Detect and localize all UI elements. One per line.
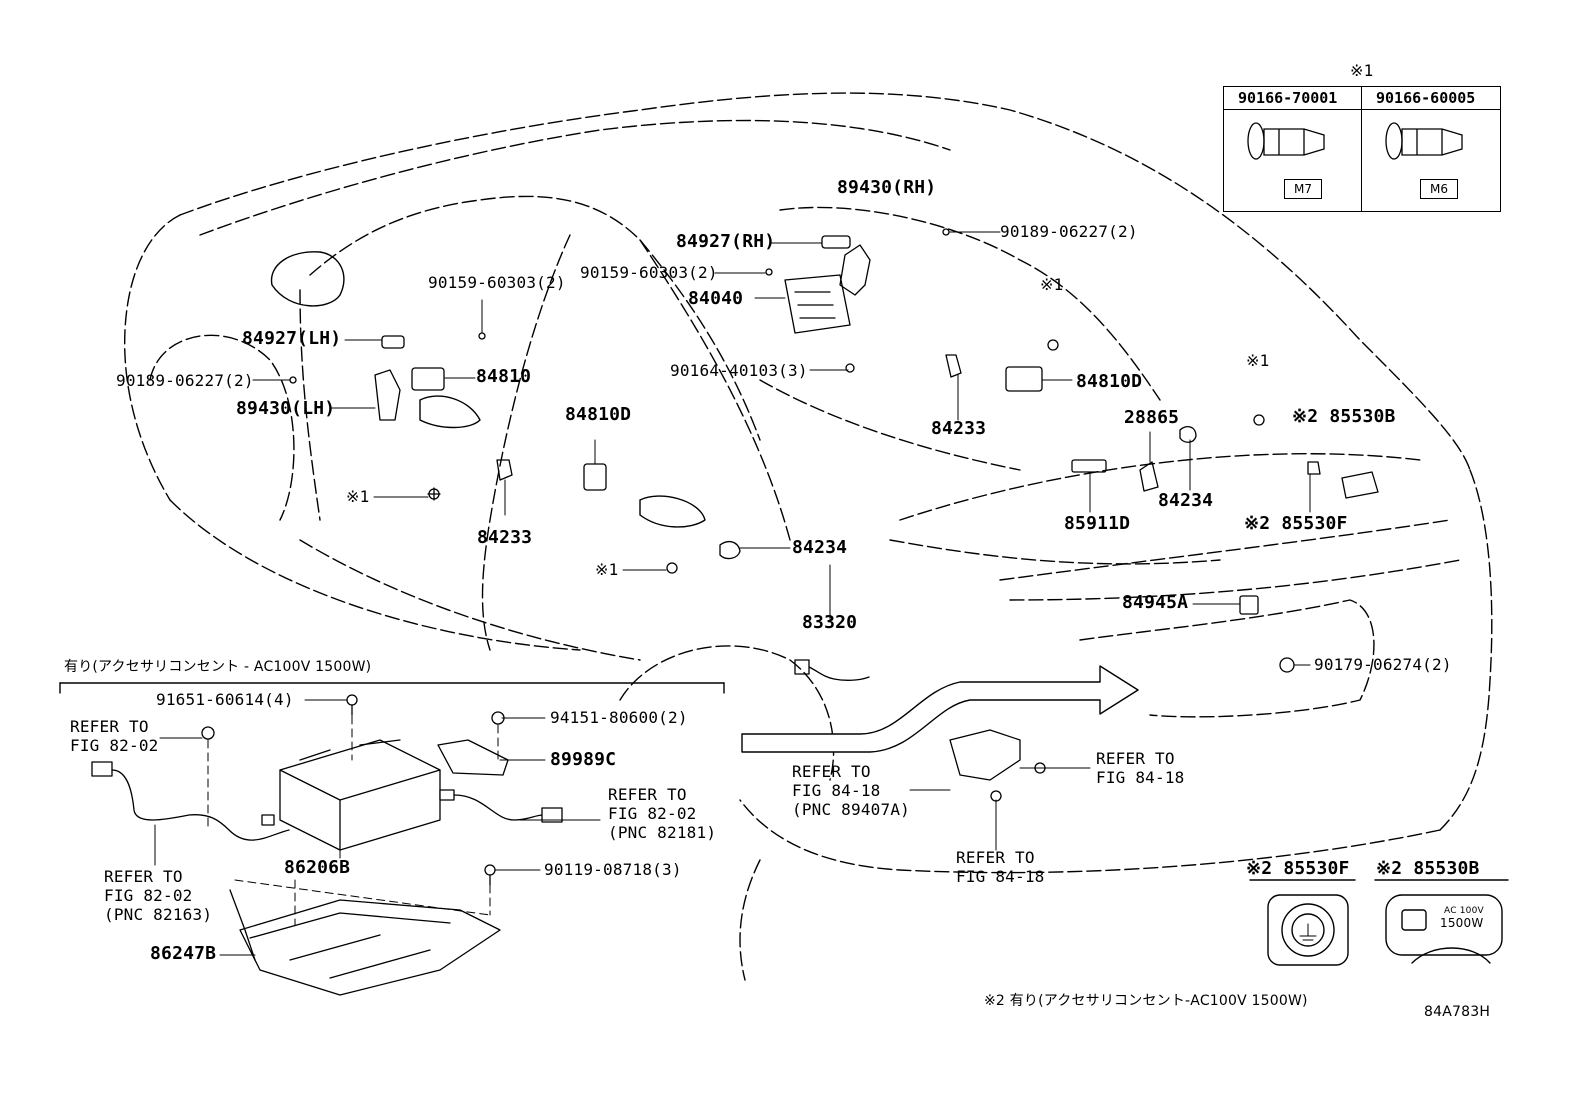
inset-size-tag-2: M6 [1420,179,1458,199]
inverter-86206b-glyph [279,739,441,851]
refer-84-18-a-line2: FIG 84-18 [1096,768,1185,787]
callout-84927-rh: 84927(RH) [676,231,776,252]
callout-84233-right: 84233 [931,418,987,439]
car-body-outline [123,92,1493,981]
switch-84810-glyph [411,367,445,391]
refer-82-02-top-line1: REFER TO [70,717,149,736]
callout-94151-80600: 94151-80600(2) [550,708,688,727]
bracket-89430-lh-glyph [374,369,401,421]
tray-86247b-glyph [239,899,501,996]
inset-table-mark: ※1 [1350,61,1374,80]
callout-89989c: 89989C [550,749,617,770]
part-85911d-glyph [1071,459,1107,473]
callout-84040: 84040 [688,288,744,309]
figure-id: 84A783H [1424,1004,1491,1020]
callout-84810d-right: 84810D [1076,371,1143,392]
callout-86247b: 86247B [150,943,217,964]
accessory-frame [59,682,725,694]
callout-90189-06227-rh: 90189-06227(2) [1000,222,1138,241]
assembly-84-18-glyph [949,729,1021,781]
callout-28865: 28865 [1124,407,1180,428]
switch-84927-rh-glyph [821,235,851,249]
grommet-90179-glyph [1279,657,1295,673]
callout-84810: 84810 [476,366,532,387]
callout-83320: 83320 [802,612,858,633]
part-glyphs [289,228,1379,802]
inset-size-tag-1: M7 [1284,179,1322,199]
callout-86206b: 86206B [284,857,351,878]
detail-85530b-face-line2: 1500W [1440,916,1484,930]
switch-84810d-left-glyph [583,463,607,491]
callout-90164-40103: 90164-40103(3) [670,361,808,380]
callout-89430-lh: 89430(LH) [236,398,336,419]
callout-84945a: 84945A [1122,592,1189,613]
leader-lines [252,231,1311,851]
mark-84233-right: ※1 [1040,275,1064,294]
callout-84233-left: 84233 [477,527,533,548]
bracket-89989c-glyph [437,739,509,776]
refer-82-02-bottom-line3: (PNC 82163) [104,905,213,924]
mark-84234-mid: ※1 [595,560,619,579]
callout-89430-rh: 89430(RH) [837,177,937,198]
callout-90159-60303-rh: 90159-60303(2) [580,263,718,282]
refer-82-02-bottom-line1: REFER TO [104,867,183,886]
inset-part-no-2: 90166-60005 [1376,89,1476,107]
detail-85530f-title: ※2 85530F [1246,858,1350,879]
harness-83320-glyph [794,659,870,681]
mark-84233-left: ※1 [346,487,370,506]
refer-84-18-b-line3: (PNC 89407A) [792,800,910,819]
switch-84927-lh-glyph [381,335,405,349]
direction-arrow [741,665,1139,753]
detail-85530b-title: ※2 85530B [1376,858,1480,879]
callout-84927-lh: 84927(LH) [242,328,342,349]
detail-insets [1249,879,1509,966]
refer-84-18-a-line1: REFER TO [1096,749,1175,768]
master-switch-84040-glyph [784,274,851,334]
clip-m7-glyph [1247,122,1325,160]
part-84945a-glyph [1239,595,1259,615]
switch-84233-right-glyph [945,354,962,378]
inset-fastener-table: 90166-70001 90166-60005 M7 M6 [1223,86,1501,212]
callout-85530b: ※2 85530B [1292,406,1396,427]
callout-84810d-left: 84810D [565,404,632,425]
switch-84234-right-glyph [1179,425,1197,443]
refer-82-02-right-line3: (PNC 82181) [608,823,717,842]
mark-84234-right: ※1 [1246,351,1270,370]
bracket-89430-rh-glyph [839,244,871,296]
refer-82-02-right-line2: FIG 82-02 [608,804,697,823]
callout-90179-06274: 90179-06274(2) [1314,655,1452,674]
accessory-glyphs [91,694,601,996]
refer-84-18-b-line1: REFER TO [792,762,871,781]
callout-85530f: ※2 85530F [1244,513,1348,534]
callout-84234-mid: 84234 [792,537,848,558]
callout-90189-06227-lh: 90189-06227(2) [116,371,254,390]
inset-part-no-1: 90166-70001 [1238,89,1338,107]
callout-90159-60303-lh: 90159-60303(2) [428,273,566,292]
part-85530b-glyph [1341,471,1379,499]
refer-84-18-c-line2: FIG 84-18 [956,867,1045,886]
refer-82-02-top-line2: FIG 82-02 [70,736,159,755]
refer-84-18-c-line1: REFER TO [956,848,1035,867]
part-28865-glyph [1139,461,1159,492]
refer-84-18-b-line2: FIG 84-18 [792,781,881,800]
callout-91651-60614: 91651-60614(4) [156,690,294,709]
footnote: ※2 有り(アクセサリコンセント-AC100V 1500W) [984,993,1308,1009]
callout-84234-right: 84234 [1158,490,1214,511]
part-85530f-glyph [1307,461,1321,475]
refer-82-02-right-line1: REFER TO [608,785,687,804]
callout-90119-08718: 90119-08718(3) [544,860,682,879]
clip-m6-glyph [1385,122,1463,160]
refer-82-02-bottom-line2: FIG 82-02 [104,886,193,905]
detail-85530b-face-line1: AC 100V [1444,906,1484,916]
callout-85911d: 85911D [1064,513,1131,534]
switch-84234-mid-glyph [719,540,741,560]
switch-84233-left-glyph [496,459,513,481]
switch-84810d-right-glyph [1005,366,1043,392]
accessory-heading: 有り(アクセサリコンセント - AC100V 1500W) [64,659,372,675]
